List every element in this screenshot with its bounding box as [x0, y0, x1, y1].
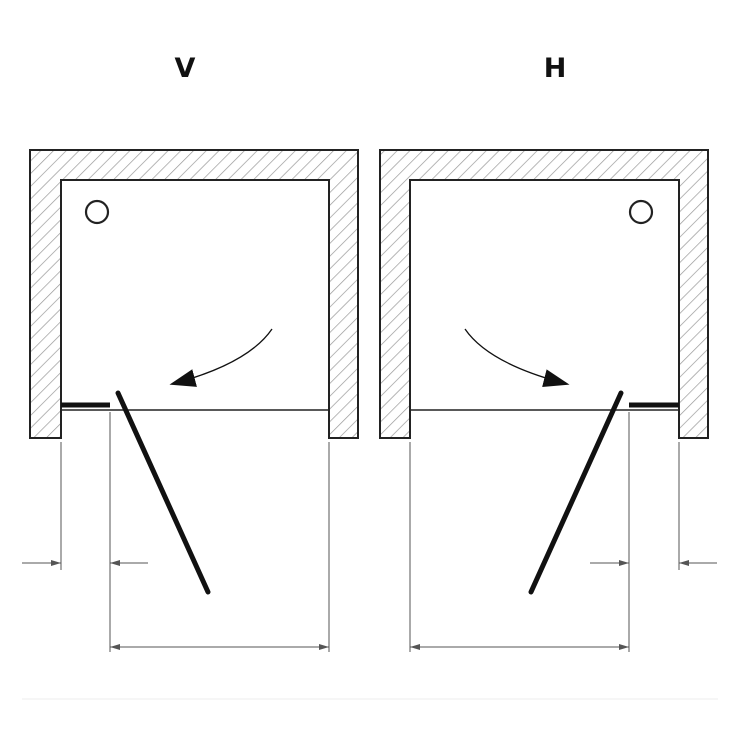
panel-h: H — [379, 53, 717, 652]
drain-icon — [84, 199, 110, 225]
wall-enclosure-v — [29, 149, 359, 439]
door-panel-h — [528, 390, 624, 595]
wall-enclosure-h — [379, 149, 709, 439]
panel-label-h: H — [544, 53, 567, 84]
swing-arrow-h — [464, 328, 570, 387]
panel-v: V — [22, 53, 359, 652]
door-panel-v — [115, 390, 211, 595]
panel-label-v: V — [175, 53, 196, 84]
drain-icon — [628, 199, 654, 225]
swing-arrow-v — [169, 328, 273, 387]
